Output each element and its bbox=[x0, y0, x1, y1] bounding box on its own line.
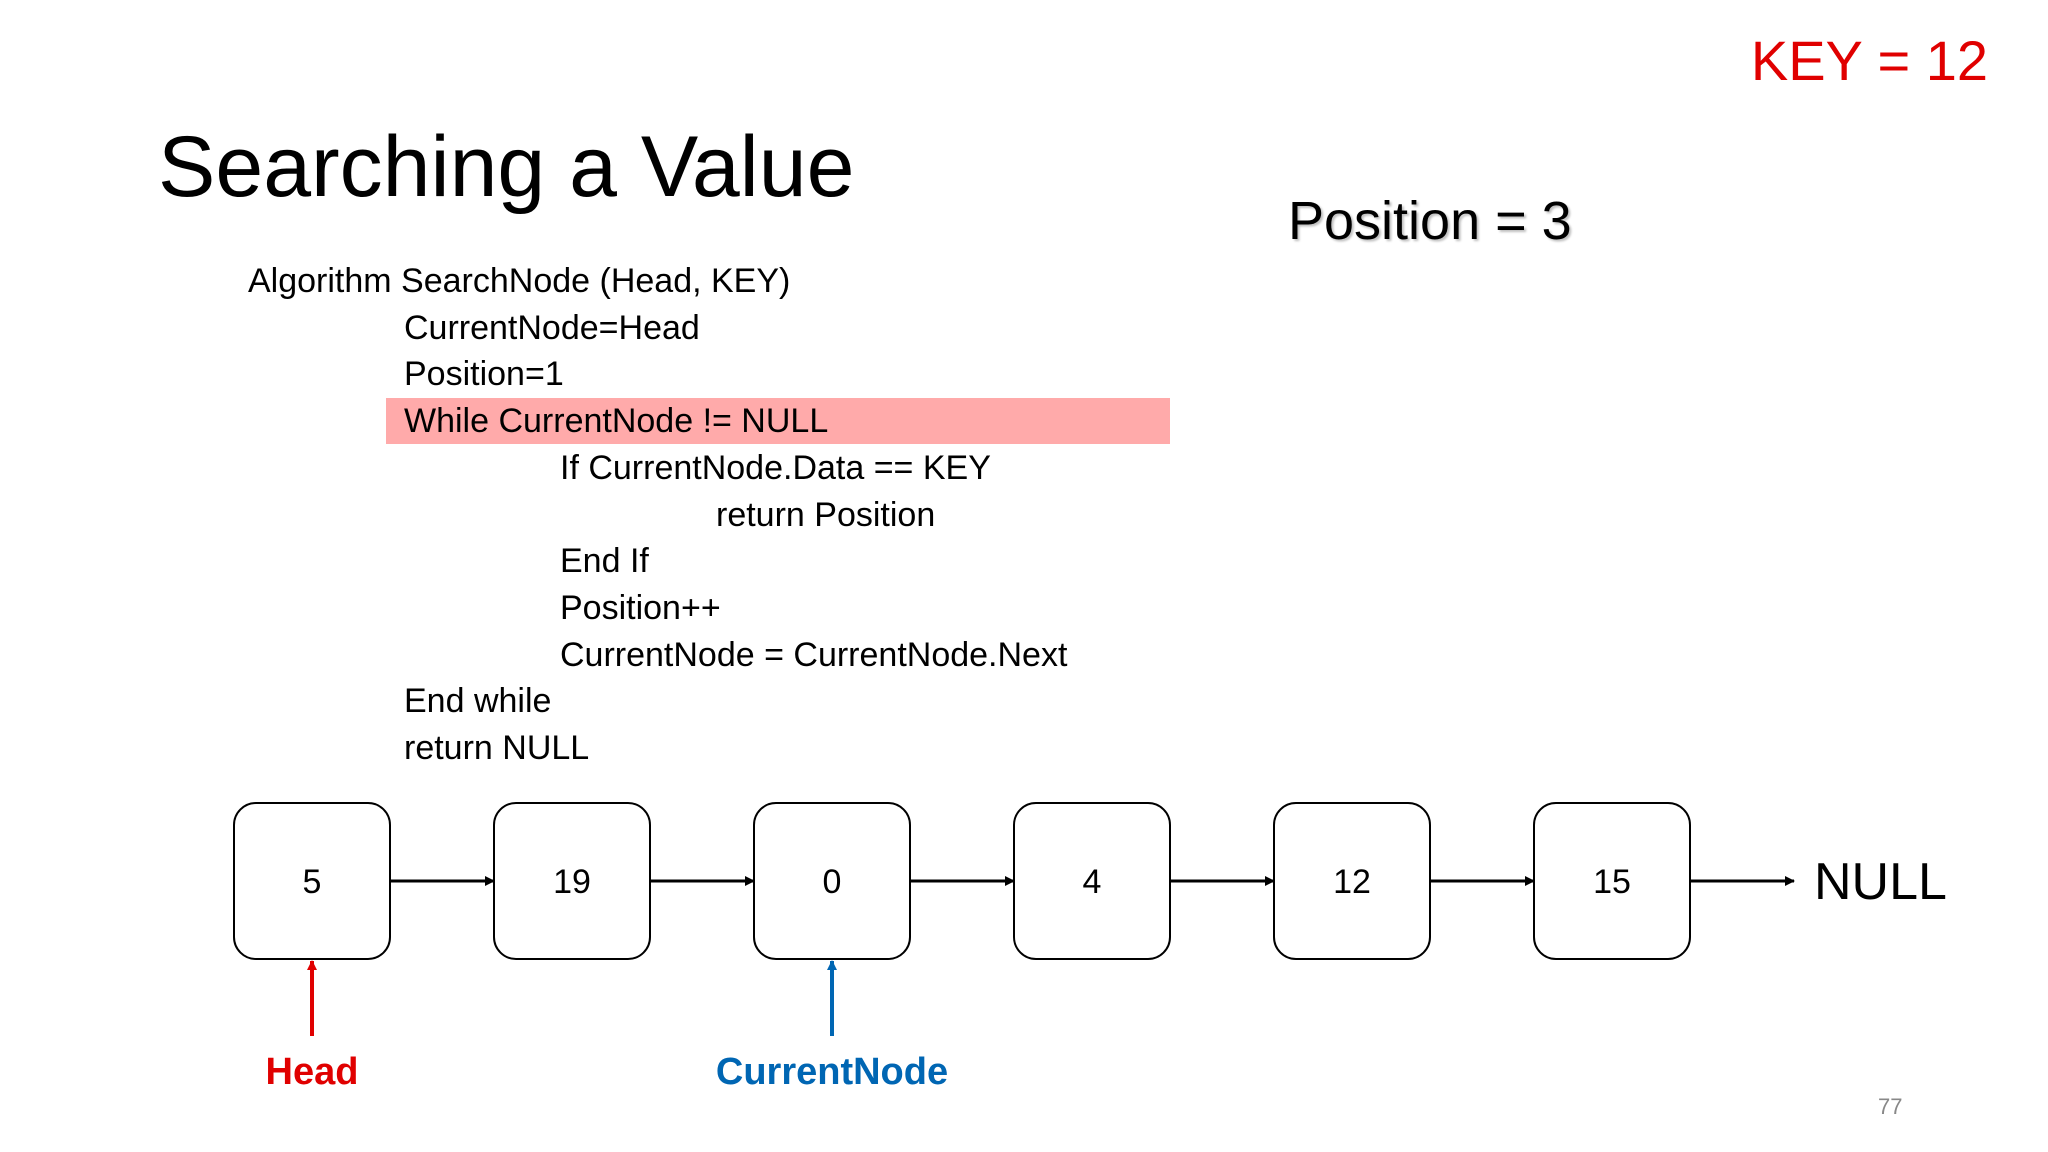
list-node: 4 bbox=[1013, 802, 1171, 960]
null-terminal-label: NULL bbox=[1814, 853, 1947, 911]
page-number: 77 bbox=[1878, 1094, 1903, 1119]
list-node-value: 19 bbox=[553, 863, 591, 901]
head-pointer-label: Head bbox=[266, 1051, 359, 1093]
algorithm-line: return NULL bbox=[404, 729, 590, 767]
key-label: KEY = 12 bbox=[1750, 29, 1988, 92]
algorithm-line: return Position bbox=[716, 495, 936, 534]
algorithm-line-highlighted: While CurrentNode != NULL bbox=[386, 398, 1170, 445]
slide-title: Searching a Value bbox=[158, 119, 855, 215]
current-node-pointer-label: CurrentNode bbox=[716, 1051, 948, 1093]
list-node: 12 bbox=[1273, 802, 1431, 960]
list-node-value: 15 bbox=[1593, 863, 1631, 901]
list-node-value: 12 bbox=[1333, 863, 1371, 901]
list-node: 19 bbox=[493, 802, 651, 960]
list-node: 5 bbox=[233, 802, 391, 960]
algorithm-line: End If bbox=[560, 542, 649, 581]
algorithm-line: Algorithm SearchNode (Head, KEY) bbox=[248, 262, 791, 300]
algorithm-line: Position++ bbox=[560, 588, 721, 627]
list-node-value: 0 bbox=[823, 863, 842, 901]
algorithm-line: If CurrentNode.Data == KEY bbox=[560, 448, 991, 487]
algorithm-line: End while bbox=[404, 682, 552, 721]
list-node-value: 5 bbox=[303, 863, 322, 901]
algorithm-line: Position=1 bbox=[404, 355, 564, 394]
algorithm-line: CurrentNode=Head bbox=[404, 308, 700, 347]
list-node-value: 4 bbox=[1083, 863, 1102, 901]
list-node: 0 bbox=[753, 802, 911, 960]
position-label: Position = 3 bbox=[1288, 191, 1572, 251]
algorithm-line: CurrentNode = CurrentNode.Next bbox=[560, 635, 1068, 674]
list-node: 15 bbox=[1533, 802, 1691, 960]
